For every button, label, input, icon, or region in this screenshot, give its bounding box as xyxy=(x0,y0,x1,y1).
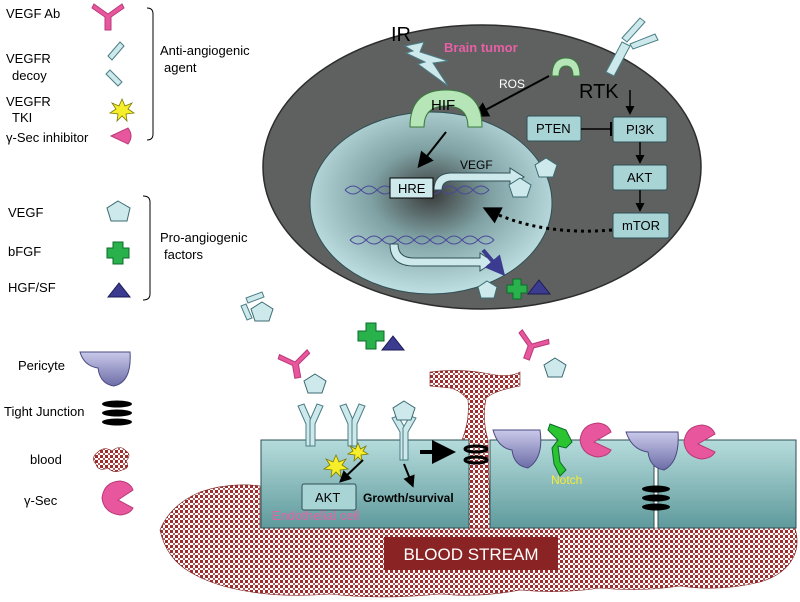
mtor-label: mTOR xyxy=(622,218,660,233)
gamma-sec-icon xyxy=(683,424,716,460)
secretion-arrow xyxy=(481,248,506,277)
legend-label-decoy: decoy xyxy=(12,68,47,83)
pericyte-icon xyxy=(79,351,131,387)
blood-stream-label-box xyxy=(384,537,558,570)
triangle-icon xyxy=(106,282,132,298)
legend-structures: Pericyte Tight Junction blood γ-Sec xyxy=(4,351,134,516)
hif-to-hre-arrow xyxy=(417,131,447,169)
pentagon-icon xyxy=(106,200,131,222)
hre-box xyxy=(389,177,434,199)
pericyte-icon xyxy=(492,429,542,469)
tki-starburst-icon xyxy=(108,97,136,123)
tumor-title: Brain tumor xyxy=(444,40,518,55)
legend-label-tki: TKI xyxy=(12,110,32,125)
tki-starburst-icon xyxy=(346,441,370,463)
endothelium: AKT Growth/survival Endothelial cell Not… xyxy=(260,400,797,529)
vegf-pentagon-icon xyxy=(534,157,558,178)
ros-label: ROS xyxy=(499,77,525,91)
gamma-sec-inhibitor-icon xyxy=(109,127,132,145)
endothelial-cell-label: Endothelial cell xyxy=(272,508,360,523)
pten-label: PTEN xyxy=(536,121,571,136)
bfgf-cross-icon xyxy=(357,322,385,350)
cross-icon xyxy=(106,241,130,265)
vegf-pentagon-icon xyxy=(477,280,498,299)
hgf-triangle-icon xyxy=(526,279,552,295)
ligand-horseshoe-icon xyxy=(551,57,581,77)
tki-starburst-icon xyxy=(322,453,350,479)
hgf-triangle-icon xyxy=(380,335,406,351)
hre-label: HRE xyxy=(398,181,426,196)
vegf-pentagon-icon xyxy=(543,357,567,378)
pi3k-label: PI3K xyxy=(626,122,655,137)
growth-survival-label: Growth/survival xyxy=(363,491,454,505)
receptor-to-akt-arrow xyxy=(339,459,364,483)
legend-label-hgf-sf: HGF/SF xyxy=(8,280,56,295)
akt-label: AKT xyxy=(627,170,652,185)
vegfr-decoy-icon xyxy=(105,41,125,87)
legend-pro-angiogenic: VEGF bFGF HGF/SF Pro-angiogenic factors xyxy=(8,195,248,301)
legend-bracket-agents xyxy=(146,7,154,141)
tight-junction-icon xyxy=(642,485,670,511)
gamma-sec-icon xyxy=(579,422,612,458)
legend-bracket-factors xyxy=(142,195,151,301)
vegfr-receptor-icon xyxy=(339,403,366,447)
group-label-anti-angiogenic: Anti-angiogenic xyxy=(160,43,250,58)
endothelial-akt-box xyxy=(301,483,357,511)
blood-stream-label: BLOOD STREAM xyxy=(403,545,538,564)
pericyte-icon xyxy=(625,431,679,471)
notch-label: Notch xyxy=(551,473,582,487)
legend-label-pericyte: Pericyte xyxy=(18,358,65,373)
mtor-box xyxy=(612,212,670,239)
blood-icon xyxy=(93,447,130,472)
legend-label-gamma-sec-inhibitor: γ-Sec inhibitor xyxy=(6,130,89,145)
vegf-antibody-icon xyxy=(518,329,550,361)
dna-strand-lower xyxy=(349,235,495,245)
vegf-gene-label: VEGF xyxy=(460,158,493,172)
bfgf-cross-icon xyxy=(506,278,528,300)
lightning-icon xyxy=(403,41,449,87)
legend-anti-angiogenic: VEGF Ab VEGFR decoy VEGFR TKI γ-Sec inhi… xyxy=(6,3,250,145)
legend-label-bfgf: bFGF xyxy=(8,244,41,259)
legend-label-vegf-ab: VEGF Ab xyxy=(6,6,60,21)
vegf-pentagon-icon xyxy=(303,373,327,394)
legend-label-vegfr-2: VEGFR xyxy=(6,94,51,109)
blood-leak-column xyxy=(429,370,521,529)
ros-arrow xyxy=(472,75,550,117)
tight-junction-icon xyxy=(102,400,132,426)
legend-label-tight-junction: Tight Junction xyxy=(4,404,84,419)
legend-label-vegfr: VEGFR xyxy=(6,51,51,66)
vegf-antibody-icon xyxy=(91,3,125,31)
hif-horseshoe-icon xyxy=(409,89,483,128)
tight-junction-icon xyxy=(463,444,489,465)
notch-receptor-icon xyxy=(547,423,573,477)
group-label-agent: agent xyxy=(164,60,197,75)
hif-label: HIF xyxy=(431,97,455,114)
brain-tumor-cell: IR Brain tumor RTK ROS HIF HRE xyxy=(262,17,702,310)
nucleus xyxy=(309,111,553,295)
endothelial-akt-label: AKT xyxy=(315,490,340,505)
vegfr-decoy-icon xyxy=(240,291,265,321)
vegf-pentagon-icon xyxy=(392,400,416,421)
vegfr-receptor-icon xyxy=(297,403,324,447)
endothelial-cell-right xyxy=(657,439,797,529)
receptor-to-growth-arrow xyxy=(403,463,415,488)
legend-label-vegf: VEGF xyxy=(8,205,43,220)
rtk-receptor-icon xyxy=(605,17,659,77)
vegf-pentagon-icon xyxy=(508,177,532,198)
mtor-to-nucleus-arrow xyxy=(482,207,613,233)
floating-factors xyxy=(240,291,567,394)
group-label-factors: factors xyxy=(164,247,204,262)
legend-label-gamma-sec: γ-Sec xyxy=(24,493,58,508)
group-label-pro-angiogenic: Pro-angiogenic xyxy=(160,230,248,245)
gamma-sec-icon xyxy=(101,480,134,516)
vegf-antibody-icon xyxy=(277,348,311,379)
ir-label: IR xyxy=(391,24,411,46)
legend-label-blood: blood xyxy=(30,452,62,467)
rtk-label: RTK xyxy=(579,81,619,103)
vegf-pentagon-icon xyxy=(250,301,274,322)
blood-stream: BLOOD STREAM xyxy=(159,370,798,598)
